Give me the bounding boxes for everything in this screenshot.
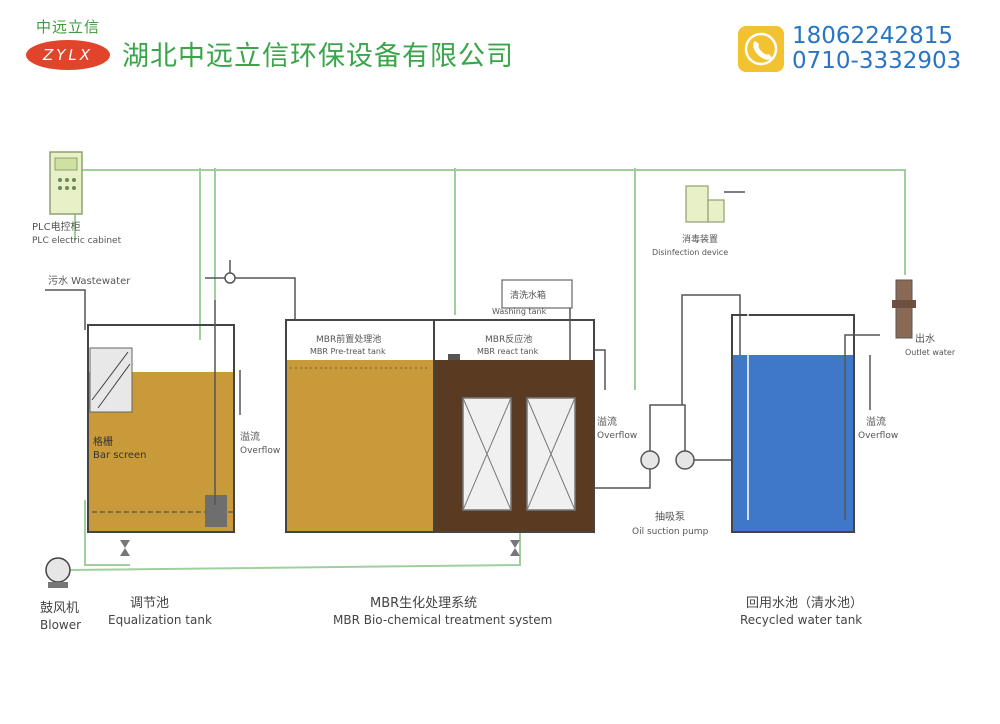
disinfect-en: Disinfection device [652,248,728,257]
mbr-pre-cn: MBR前置处理池 [316,333,381,345]
overflow1-cn: 溢流 [240,430,260,443]
air-valve-icon-2 [510,540,520,548]
equalization-tank [87,324,235,533]
outlet-cn: 出水 [915,332,935,345]
suction-pipes [594,294,741,489]
process-diagram-svg: PLC电控柜 PLC electric cabinet 污水 Wastewate… [32,151,956,632]
overflow2-cn: 溢流 [597,415,617,428]
disinfection-device [685,185,745,223]
logo-oval: ZYLX [26,40,110,70]
company-name: 湖北中远立信环保设备有限公司 [122,41,514,72]
eq-tank-en: Equalization tank [108,613,212,627]
process-diagram: PLC电控柜 PLC electric cabinet 污水 Wastewate… [0,100,1000,720]
bar-screen-cn: 格栅 [93,435,113,448]
eq-tank-cn: 调节池 [130,596,169,611]
mbr-pre-en: MBR Pre-treat tank [310,347,386,356]
mbr-react-tank [433,319,595,533]
outlet-pipe [844,334,880,520]
outlet-en: Outlet water [905,348,956,357]
plc-label-en: PLC electric cabinet [32,236,122,246]
overflow2-pipe [594,349,606,390]
recycle-en: Recycled water tank [740,613,862,627]
phone-numbers: 18062242815 0710-3332903 [792,24,961,74]
overflow1-en: Overflow [240,446,280,456]
blower-en: Blower [40,618,81,632]
disinfect-cn: 消毒装置 [682,233,718,245]
plc-label-cn: PLC电控柜 [32,220,81,233]
mbr-pretreat-tank [285,319,435,533]
oil-pump-cn: 抽吸泵 [655,510,685,523]
pump-icon-2 [675,450,695,470]
outlet-pump [892,279,916,339]
mbr-sys-en: MBR Bio-chemical treatment system [333,613,552,627]
header: 中远立信 ZYLX 湖北中远立信环保设备有限公司 18062242815 071… [0,0,1000,90]
washing-tank [501,279,573,309]
oil-pump-en: Oil suction pump [632,527,709,537]
mbr-react-en: MBR react tank [477,347,539,356]
pump-icon-1 [640,450,660,470]
overflow2-en: Overflow [597,431,637,441]
mbr-react-cn: MBR反应池 [485,333,532,345]
overflow3-en: Overflow [858,431,898,441]
overflow3-cn: 溢流 [866,415,886,428]
wastewater-pipe [45,289,86,330]
plc-cabinet [49,151,83,215]
valve-icon [224,272,236,284]
logo-top-text: 中远立信 [35,18,100,36]
air-valve-icon-1 [120,540,130,548]
blower-cn: 鼓风机 [40,601,79,616]
phone-2: 0710-3332903 [792,48,962,74]
recycled-water-tank [731,305,855,533]
wastewater-label: 污水 Wastewater [48,275,131,287]
phone-1: 18062242815 [792,23,953,49]
bar-screen-en: Bar screen [93,450,147,461]
recycle-cn: 回用水池（清水池） [746,596,863,611]
mbr-sys-cn: MBR生化处理系统 [370,596,477,611]
phone-icon [738,26,784,72]
blower [45,557,71,588]
company-logo: 中远立信 ZYLX [20,16,116,76]
washing-cn: 清洗水箱 [510,289,546,301]
washing-en: Washing tank [492,307,547,316]
